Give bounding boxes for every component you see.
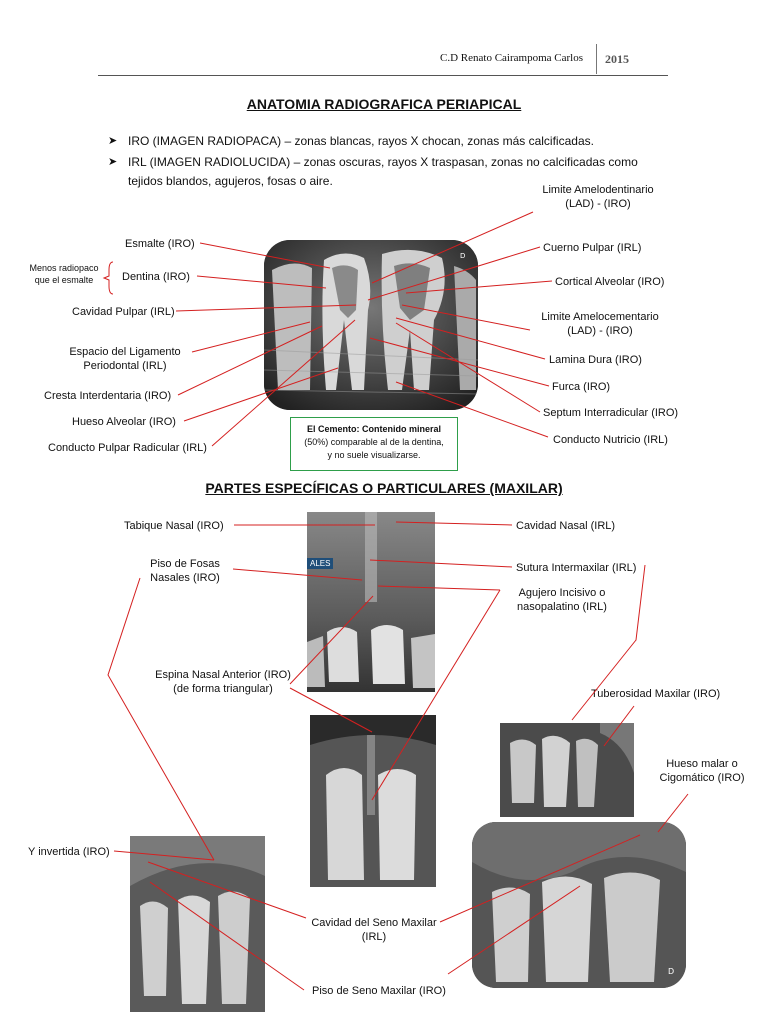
label-cortical: Cortical Alveolar (IRO) <box>555 276 665 288</box>
label-piso-fosas: Piso de Fosas Nasales (IRO) <box>140 557 230 585</box>
label-cavidad-pulpar: Cavidad Pulpar (IRL) <box>72 306 175 318</box>
side-note-line1: Menos radiopaco <box>29 263 99 273</box>
label-lac: Limite Amelocementario (LAD) - (IRO) <box>530 310 670 338</box>
label-lac-1: Limite Amelocementario <box>541 311 659 323</box>
label-tabique-nasal: Tabique Nasal (IRO) <box>124 520 224 532</box>
label-lad-2: (LAD) - (IRO) <box>565 198 631 210</box>
xray-nasal: ALES <box>307 512 435 692</box>
side-note-line2: que el esmalte <box>34 275 94 285</box>
header-rule <box>98 75 668 76</box>
header-divider <box>596 44 597 74</box>
label-cuerno-pulpar: Cuerno Pulpar (IRL) <box>543 242 642 254</box>
label-espina: Espina Nasal Anterior (IRO) (de forma tr… <box>152 668 294 696</box>
svg-text:D: D <box>460 252 465 260</box>
bullet-irl-text-1: IRL (IMAGEN RADIOLUCIDA) – zonas oscuras… <box>128 155 638 169</box>
section1-title: ANATOMIA RADIOGRAFICA PERIAPICAL <box>246 96 522 112</box>
label-cavidad-nasal: Cavidad Nasal (IRL) <box>516 520 616 532</box>
label-piso-fosas-1: Piso de Fosas <box>150 558 220 570</box>
label-hueso-alveolar: Hueso Alveolar (IRO) <box>72 416 176 428</box>
xray-incisive <box>310 715 436 887</box>
label-agujero-1: Agujero Incisivo o <box>518 587 606 599</box>
label-esmalte: Esmalte (IRO) <box>125 238 195 250</box>
label-piso-fosas-2: Nasales (IRO) <box>150 572 220 584</box>
xray-y-invertida <box>130 836 265 1012</box>
label-espacio-ligamento-1: Espacio del Ligamento <box>69 346 181 358</box>
label-malar: Hueso malar o Cigomático (IRO) <box>654 757 750 785</box>
label-espacio-ligamento: Espacio del Ligamento Periodontal (IRL) <box>60 345 190 373</box>
label-espacio-ligamento-2: Periodontal (IRL) <box>83 360 167 372</box>
label-malar-2: Cigomático (IRO) <box>659 772 745 784</box>
label-conducto-nutricio: Conducto Nutricio (IRL) <box>553 434 668 446</box>
arrow-bullet-icon: ➤ <box>108 135 118 147</box>
label-cresta: Cresta Interdentaria (IRO) <box>44 390 172 402</box>
section2-title: PARTES ESPECÍFICAS O PARTICULARES (MAXIL… <box>205 480 563 496</box>
label-furca: Furca (IRO) <box>552 381 611 393</box>
header-author: C.D Renato Cairampoma Carlos <box>440 52 583 64</box>
label-sutura: Sutura Intermaxilar (IRL) <box>516 562 637 574</box>
cement-note-3: y no suele visualizarse. <box>327 450 421 460</box>
label-espina-2: (de forma triangular) <box>173 683 273 695</box>
label-espina-1: Espina Nasal Anterior (IRO) <box>155 669 291 681</box>
label-lac-2: (LAD) - (IRO) <box>567 325 633 337</box>
label-agujero-2: nasopalatino (IRL) <box>517 601 607 613</box>
header-year: 2015 <box>605 52 629 66</box>
cement-note-1: El Cemento: Contenido mineral <box>306 424 441 434</box>
bullet-iro: ➤ IRO (IMAGEN RADIOPACA) – zonas blancas… <box>108 132 594 151</box>
label-dentina: Dentina (IRO) <box>122 271 190 283</box>
label-seno-2: (IRL) <box>361 931 387 943</box>
side-note-esmalte: Menos radiopaco que el esmalte <box>22 262 106 286</box>
arrow-bullet-icon: ➤ <box>108 156 118 168</box>
bullet-iro-text: IRO (IMAGEN RADIOPACA) – zonas blancas, … <box>128 134 594 148</box>
cement-note-2: (50%) comparable al de la dentina, <box>304 437 444 447</box>
label-lamina-dura: Lamina Dura (IRO) <box>549 354 642 366</box>
label-piso-seno: Piso de Seno Maxilar (IRO) <box>312 985 446 997</box>
xray-molar: D <box>472 822 686 988</box>
label-seno-maxilar: Cavidad del Seno Maxilar (IRL) <box>306 916 442 944</box>
label-agujero: Agujero Incisivo o nasopalatino (IRL) <box>510 586 614 614</box>
cement-note: El Cemento: Contenido mineral (50%) comp… <box>290 417 458 471</box>
xray-tuberosity <box>500 723 634 817</box>
svg-text:D: D <box>668 967 674 976</box>
label-y-invertida: Y invertida (IRO) <box>28 846 110 858</box>
periapical-xray: D <box>264 240 478 410</box>
label-lad: Limite Amelodentinario (LAD) - (IRO) <box>528 183 668 211</box>
label-tuberosidad: Tuberosidad Maxilar (IRO) <box>591 688 721 700</box>
label-malar-1: Hueso malar o <box>666 758 738 770</box>
label-seno-1: Cavidad del Seno Maxilar <box>311 917 437 929</box>
bullet-irl: ➤ IRL (IMAGEN RADIOLUCIDA) – zonas oscur… <box>108 153 638 191</box>
label-conducto-pulpar: Conducto Pulpar Radicular (IRL) <box>48 442 207 454</box>
label-lad-1: Limite Amelodentinario <box>542 184 654 196</box>
xray-tag: ALES <box>307 558 334 569</box>
bullet-irl-text-2: tejidos blandos, agujeros, fosas o aire. <box>128 174 333 188</box>
label-septum: Septum Interradicular (IRO) <box>543 407 679 419</box>
